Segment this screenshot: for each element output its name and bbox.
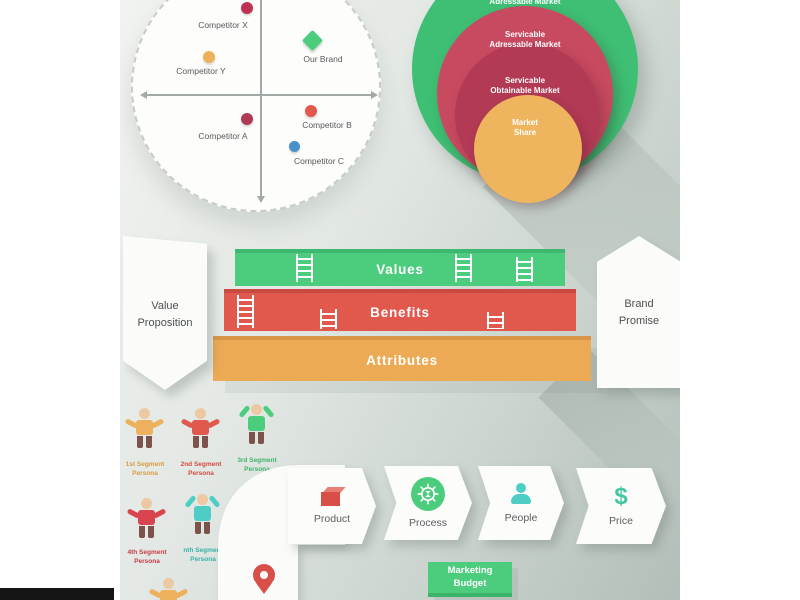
- persona-label: nth Segment Persona: [183, 547, 223, 563]
- budget-label: Marketing Budget: [447, 565, 493, 589]
- market-ring-market-share: [474, 95, 582, 203]
- pyramid-level-values: Values: [235, 249, 565, 286]
- quadrant-point-label: Competitor C: [293, 156, 345, 166]
- figure-body: [183, 494, 221, 521]
- figure-head: [140, 498, 152, 509]
- figure-body: [126, 508, 166, 525]
- gear-icon: [411, 477, 445, 511]
- brand-promise-banner: Brand Promise: [597, 236, 680, 388]
- figure-legs: [238, 432, 274, 444]
- ladder-icon: [487, 312, 504, 329]
- process-card-process: Process: [384, 466, 472, 540]
- card-label: Process: [409, 517, 447, 529]
- quadrant-point-label: Competitor Y: [176, 66, 226, 76]
- process-card-product: Product: [288, 468, 376, 544]
- bottom-left-black-bar: [0, 588, 114, 600]
- figure-head: [194, 408, 206, 419]
- quadrant-point-label: Competitor X: [198, 20, 248, 30]
- figure-legs: [184, 522, 220, 534]
- figure-body: [237, 404, 275, 431]
- y-axis: [260, 0, 262, 196]
- persona-figure-1: [124, 408, 164, 458]
- card-label: Price: [609, 515, 633, 527]
- ladder-icon: [455, 254, 472, 282]
- ladder-icon: [320, 309, 337, 329]
- x-axis: [147, 94, 371, 96]
- quadrant-point-label: Competitor A: [198, 131, 248, 141]
- persona-figure-2: [180, 408, 220, 458]
- persona-figure-3: [237, 404, 275, 454]
- figure-body: [148, 588, 188, 600]
- axis-arrow-left-icon: [140, 91, 147, 99]
- ladder-icon: [516, 257, 533, 282]
- persona-label: 1st Segment Persona: [125, 461, 165, 477]
- figure-body: [180, 418, 220, 435]
- market-ring-label: Servicable Adressable Market: [489, 30, 561, 50]
- location-pin-icon: [252, 564, 276, 600]
- figure-legs: [182, 436, 218, 448]
- persona-figure-4: [126, 498, 166, 548]
- figure-body: [124, 418, 164, 435]
- persona-figure-partial: [148, 578, 188, 600]
- axis-arrow-down-icon: [257, 196, 265, 203]
- quadrant-point-label: Competitor B: [302, 120, 352, 130]
- persona-label: 4th Segment Persona: [127, 549, 167, 565]
- axis-arrow-right-icon: [371, 91, 378, 99]
- persona-label: 3rd Segment Persona: [237, 457, 277, 473]
- figure-head: [250, 404, 262, 415]
- market-ring-label: Servicable Obtainable Market: [490, 76, 560, 96]
- marketing-budget-box: Marketing Budget: [428, 562, 512, 597]
- value-proposition-banner: Value Proposition: [123, 236, 207, 390]
- process-card-price: $ Price: [576, 468, 666, 544]
- quadrant-circle: [131, 0, 381, 212]
- figure-legs: [128, 526, 164, 538]
- pyramid-level-benefits: Benefits: [224, 289, 576, 331]
- infographic-panel: Competitor X Competitor Y Our Brand Comp…: [120, 0, 680, 600]
- dollar-icon: $: [614, 483, 628, 510]
- figure-head: [162, 578, 174, 589]
- market-ring-label: Market Share: [512, 118, 538, 138]
- pyramid-level-label: Values: [376, 262, 424, 277]
- quadrant-dot-competitor-c: [289, 141, 300, 152]
- process-card-people: People: [478, 466, 564, 540]
- market-ring-label: Adressable Market: [489, 0, 561, 6]
- banner-label: Value Proposition: [123, 236, 207, 390]
- person-icon: [509, 482, 533, 506]
- card-label: People: [504, 511, 538, 524]
- banner-label: Brand Promise: [597, 236, 680, 388]
- quadrant-dot-competitor-y: [203, 51, 215, 63]
- pyramid-level-label: Benefits: [370, 304, 430, 320]
- ladder-icon: [237, 295, 254, 328]
- pyramid-level-attributes: Attributes: [213, 336, 591, 381]
- figure-head: [196, 494, 208, 505]
- figure-head: [138, 408, 150, 419]
- pyramid-level-label: Attributes: [366, 353, 438, 368]
- figure-legs: [126, 436, 162, 448]
- card-label: Product: [313, 513, 351, 525]
- persona-figure-n: [183, 494, 221, 544]
- quadrant-dot-competitor-x: [241, 2, 253, 14]
- persona-label: 2nd Segment Persona: [180, 461, 222, 477]
- quadrant-dot-competitor-b: [305, 105, 317, 117]
- box-icon: [321, 487, 346, 507]
- ladder-icon: [296, 254, 313, 282]
- quadrant-dot-competitor-a: [241, 113, 253, 125]
- quadrant-point-label: Our Brand: [303, 54, 343, 64]
